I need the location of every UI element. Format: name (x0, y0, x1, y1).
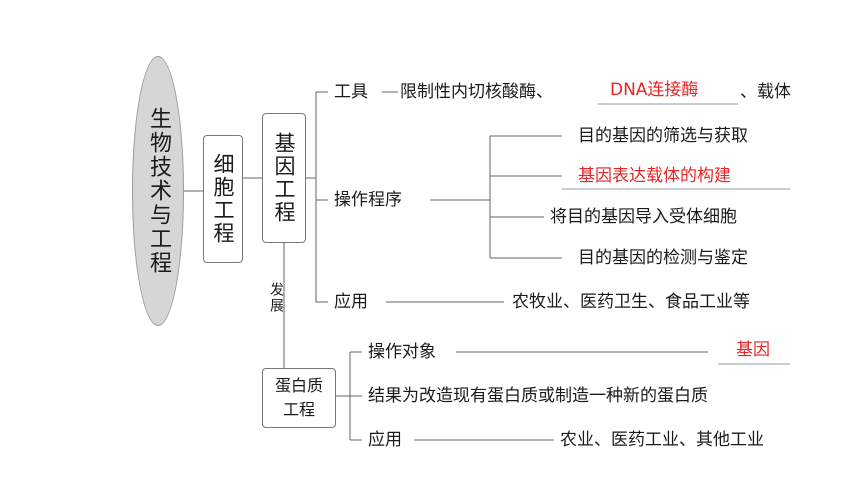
procedure-step-4: 目的基因的检测与鉴定 (578, 248, 748, 268)
result-text: 结果为改造现有蛋白质或制造一种新的蛋白质 (368, 386, 708, 406)
cell-engineering-label: 细胞工程 (211, 153, 235, 245)
protein-engineering-line1: 蛋白质 (274, 376, 323, 395)
procedure-step-2-answer: 基因表达载体的构建 (578, 166, 731, 186)
procedure-label: 操作程序 (334, 190, 402, 210)
protein-engineering-node: 蛋白质 工程 (262, 368, 336, 428)
procedure-step-3: 将目的基因导入受体细胞 (550, 207, 737, 227)
tools-suffix: 、载体 (740, 82, 791, 102)
development-label: 发展 (268, 282, 284, 314)
tools-answer: DNA连接酶 (610, 80, 699, 100)
object-answer: 基因 (736, 340, 770, 360)
gene-engineering-label: 基因工程 (272, 132, 296, 224)
protein-application-text: 农业、医药工业、其他工业 (560, 430, 764, 450)
gene-engineering-node: 基因工程 (262, 113, 306, 243)
gene-application-label: 应用 (334, 292, 368, 312)
object-label: 操作对象 (368, 342, 436, 362)
root-label: 生物技术与工程 (146, 107, 171, 275)
cell-engineering-node: 细胞工程 (203, 135, 243, 263)
procedure-step-1: 目的基因的筛选与获取 (578, 126, 748, 146)
gene-application-text: 农牧业、医药卫生、食品工业等 (512, 292, 750, 312)
tools-prefix: 限制性内切核酸酶、 (400, 82, 553, 102)
root-node: 生物技术与工程 (132, 56, 184, 326)
tools-label: 工具 (334, 82, 368, 102)
protein-application-label: 应用 (368, 430, 402, 450)
protein-engineering-line2: 工程 (282, 400, 315, 419)
